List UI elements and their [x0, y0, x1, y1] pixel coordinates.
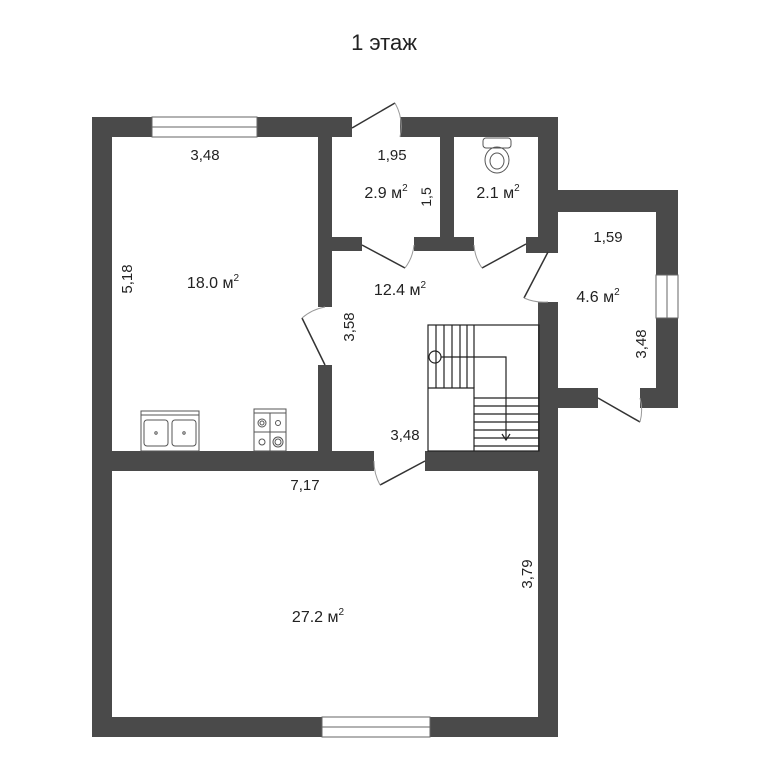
vestibule-width: 1,95	[377, 147, 406, 164]
doors	[301, 102, 643, 486]
labels: 3,48 5,18 18.0 м2 1,95 2.9 м2 1,5 2.1 м2…	[119, 147, 650, 626]
stove-icon	[253, 408, 287, 452]
hall-length: 3,58	[341, 312, 358, 341]
staircase	[427, 324, 540, 452]
floor-title: 1 этаж	[351, 30, 417, 55]
toilet-icon	[482, 137, 512, 174]
hall-width: 3,48	[390, 427, 419, 444]
vestibule-length: 1,5	[418, 187, 434, 207]
hall-area: 12.4 м2	[374, 280, 427, 299]
window-living	[321, 716, 431, 738]
living-area: 27.2 м2	[292, 607, 345, 626]
living-width: 7,17	[290, 477, 319, 494]
side-room-length: 3,48	[633, 329, 650, 358]
window-side-room	[655, 274, 679, 319]
kitchen-length: 5,18	[119, 264, 136, 293]
window-kitchen	[151, 116, 258, 138]
double-sink-icon	[140, 410, 200, 452]
walls	[92, 117, 678, 737]
vestibule-area: 2.9 м2	[364, 183, 408, 202]
kitchen-area: 18.0 м2	[187, 273, 240, 292]
wc-area: 2.1 м2	[476, 183, 520, 202]
kitchen-width: 3,48	[190, 147, 219, 164]
side-room-area: 4.6 м2	[576, 287, 620, 306]
living-length: 3,79	[519, 559, 536, 588]
side-room-width: 1,59	[593, 229, 622, 246]
